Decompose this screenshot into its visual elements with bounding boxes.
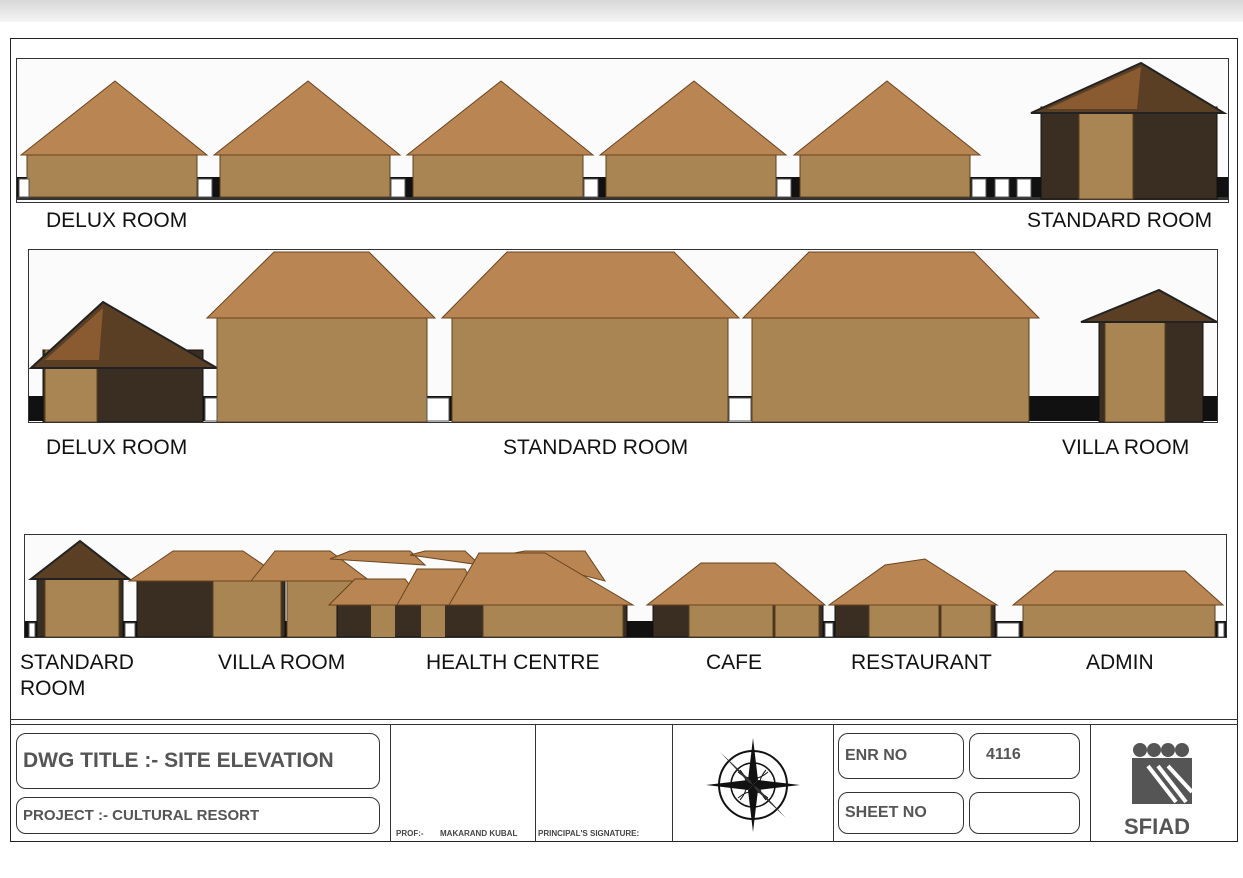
standard-room-1 xyxy=(205,251,437,422)
enr-no-label-box: ENR NO xyxy=(838,733,964,779)
row3-label-standard-room: STANDARD ROOM xyxy=(20,651,134,700)
row2-label-standard-room: STANDARD ROOM xyxy=(503,436,689,459)
row3-label-villa-room: VILLA ROOM xyxy=(218,651,346,674)
enr-no-label: ENR NO xyxy=(845,747,908,764)
row3-label-admin: ADMIN xyxy=(1086,651,1154,674)
title-block-divider-2 xyxy=(535,724,536,842)
row3-label-cafe: CAFE xyxy=(706,651,763,674)
sheet-no-value-box xyxy=(969,792,1080,834)
fence-posts-row3 xyxy=(28,622,1225,637)
villa-cluster xyxy=(127,550,372,637)
enr-no-value: 4116 xyxy=(986,746,1021,763)
standard-room-2 xyxy=(440,251,741,422)
title-block-divider-1 xyxy=(390,724,391,842)
prof-label: PROF:- xyxy=(396,829,424,838)
standard-room-small xyxy=(28,539,132,637)
fence-posts xyxy=(18,178,1032,198)
prof-name: MAKARAND KUBAL xyxy=(440,829,518,838)
project-box: PROJECT :- CULTURAL RESORT xyxy=(16,797,380,834)
north-compass-icon xyxy=(706,738,800,832)
cafe-building xyxy=(645,562,827,637)
elevation-row-3 xyxy=(24,534,1227,638)
elevation-row-2-drawing xyxy=(29,251,1217,422)
enr-no-value-box: 4116 xyxy=(969,733,1080,779)
dwg-title-box: DWG TITLE :- SITE ELEVATION xyxy=(16,733,380,789)
delux-hut-5 xyxy=(792,80,982,198)
standard-room-3 xyxy=(741,251,1041,422)
project-name: PROJECT :- CULTURAL RESORT xyxy=(23,807,260,824)
title-block-top-line xyxy=(10,719,1238,720)
dwg-title: DWG TITLE :- SITE ELEVATION xyxy=(23,749,334,772)
row1-label-standard-room: STANDARD ROOM xyxy=(1027,209,1213,232)
delux-hut-3 xyxy=(405,80,595,198)
fence-posts-row2 xyxy=(204,397,752,422)
row3-label-health-centre: HEALTH CENTRE xyxy=(426,651,600,674)
delux-hut-1 xyxy=(19,80,209,198)
sfiad-logo-icon xyxy=(1132,743,1194,804)
health-centre-cluster xyxy=(327,550,635,637)
elevation-row-3-drawing xyxy=(25,539,1226,637)
elevation-row-1 xyxy=(16,58,1229,203)
title-block-divider-5 xyxy=(1090,724,1091,842)
title-block-divider-4 xyxy=(833,724,834,842)
row3-label-restaurant: RESTAURANT xyxy=(851,651,992,674)
delux-hut-4 xyxy=(598,80,788,198)
principal-signature-label: PRINCIPAL'S SIGNATURE: xyxy=(538,829,640,838)
elevation-row-1-drawing xyxy=(17,61,1228,200)
title-block-divider-3 xyxy=(672,724,673,842)
sfiad-logo-text: SFIAD xyxy=(1124,814,1190,839)
row2-label-delux-room: DELUX ROOM xyxy=(46,436,188,459)
elevation-row-2 xyxy=(28,249,1218,423)
title-block-top-line-2 xyxy=(10,724,1238,725)
viewer-top-bar xyxy=(0,0,1243,22)
row2-label-villa-room: VILLA ROOM xyxy=(1062,436,1190,459)
standard-room-building xyxy=(1030,61,1228,200)
sheet-no-label-box: SHEET NO xyxy=(838,792,964,834)
restaurant-building xyxy=(827,558,999,637)
row1-label-delux-room: DELUX ROOM xyxy=(46,209,188,232)
villa-room-building xyxy=(1080,288,1217,422)
admin-building xyxy=(1011,570,1225,637)
sheet-no-label: SHEET NO xyxy=(845,804,927,821)
delux-hut-2 xyxy=(212,80,402,198)
delux-room-building xyxy=(29,300,221,422)
